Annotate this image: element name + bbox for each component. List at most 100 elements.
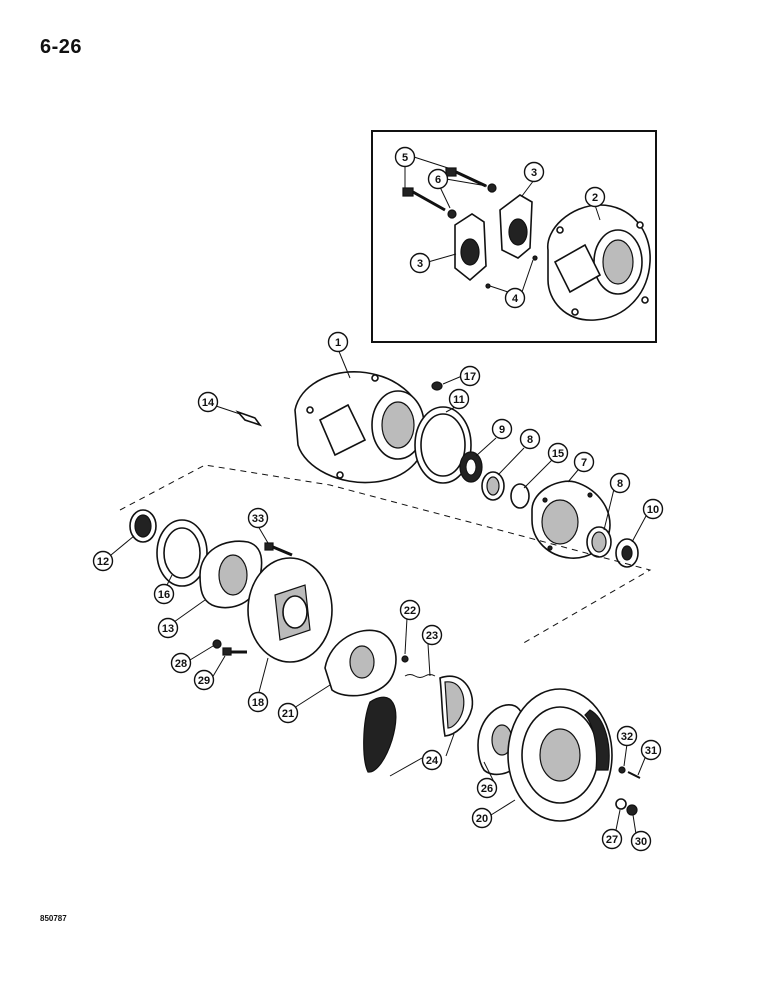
callout-10: 10 [642,498,664,520]
callout-number: 28 [175,658,187,670]
callout-number: 12 [97,556,109,568]
callout-3: 3 [523,161,545,183]
callout-22: 22 [399,599,421,621]
callout-circle [427,168,449,190]
part-washer-31 [618,766,626,774]
callout-number: 3 [417,258,423,270]
part-washer-27 [615,798,627,810]
callout-circle [153,583,175,605]
callout-number: 26 [481,783,493,795]
callout-number: 23 [426,630,438,642]
inset-frame [371,130,657,343]
part-brake-shoe-left [363,696,397,773]
part-spring [404,674,436,678]
callout-1: 1 [327,331,349,353]
part-pin [235,410,263,427]
callout-circle [327,331,349,353]
leader-lines [110,156,647,835]
callout-circle [471,807,493,829]
callout-circle [157,617,179,639]
callout-20: 20 [471,807,493,829]
callout-16: 16 [153,583,175,605]
callout-number: 6 [435,174,441,186]
callout-number: 2 [592,192,598,204]
callout-23: 23 [421,624,443,646]
callout-circle [523,161,545,183]
callout-5: 5 [394,146,416,168]
callout-number: 15 [552,448,564,460]
callout-28: 28 [170,652,192,674]
callout-31: 31 [640,739,662,761]
callout-2: 2 [584,186,606,208]
callout-circle [491,418,513,440]
callout-number: 32 [621,731,633,743]
part-bolt-lower [402,187,446,212]
callout-circle [601,828,623,850]
callout-26: 26 [476,777,498,799]
callout-8: 8 [519,428,541,450]
callout-number: 8 [617,478,623,490]
callout-29: 29 [193,669,215,691]
part-dowel-upper [532,255,538,261]
callout-4: 4 [504,287,526,309]
callout-24: 24 [421,749,443,771]
callout-circle [642,498,664,520]
callout-14: 14 [197,391,219,413]
callout-18: 18 [247,691,269,713]
callout-15: 15 [547,442,569,464]
callout-circle [421,749,443,771]
part-backing-plate [247,557,333,663]
callout-number: 11 [453,394,465,406]
callout-circle [630,830,652,852]
callout-13: 13 [157,617,179,639]
part-retainer-housing [199,540,263,609]
callout-circle [399,599,421,621]
callout-3: 3 [409,252,431,274]
callout-number: 29 [198,675,210,687]
callout-number: 16 [158,589,170,601]
part-brake-drum [507,688,613,822]
part-washer-lower [447,209,457,219]
callout-circle [409,252,431,274]
part-bolt-33 [222,647,247,656]
callout-circle [519,428,541,450]
callout-number: 10 [647,504,659,516]
callout-number: 20 [476,813,488,825]
part-washer-upper [487,183,497,193]
callout-number: 9 [499,424,505,436]
callout-30: 30 [630,830,652,852]
callout-number: 33 [252,513,264,525]
callout-7: 7 [573,451,595,473]
part-axle-housing [294,371,427,484]
callout-number: 13 [162,623,174,635]
part-pin-30 [627,771,641,779]
callout-circle [448,388,470,410]
callout-number: 24 [426,755,439,767]
callout-9: 9 [491,418,513,440]
part-bearing-cone [459,451,483,483]
part-nut-29 [626,804,638,816]
callout-circle [170,652,192,674]
callout-circle [193,669,215,691]
callout-number: 1 [335,337,341,349]
part-washer-28 [212,639,222,649]
callout-circle [640,739,662,761]
callout-12: 12 [92,550,114,572]
callout-circle [247,691,269,713]
callout-layer: 1233456788910111213141516171820212223242… [92,146,664,852]
callout-number: 31 [645,745,657,757]
part-gasket [414,406,472,484]
part-dowel-lower [485,283,491,289]
part-brake-gasket [156,519,208,587]
callout-27: 27 [601,828,623,850]
callout-number: 18 [252,697,264,709]
callout-32: 32 [616,725,638,747]
part-nut-22 [401,655,409,663]
part-plug [431,381,443,391]
callout-circle [277,702,299,724]
part-end-cap [615,538,639,568]
callout-6: 6 [427,168,449,190]
callout-21: 21 [277,702,299,724]
callout-circle [609,472,631,494]
callout-circle [421,624,443,646]
